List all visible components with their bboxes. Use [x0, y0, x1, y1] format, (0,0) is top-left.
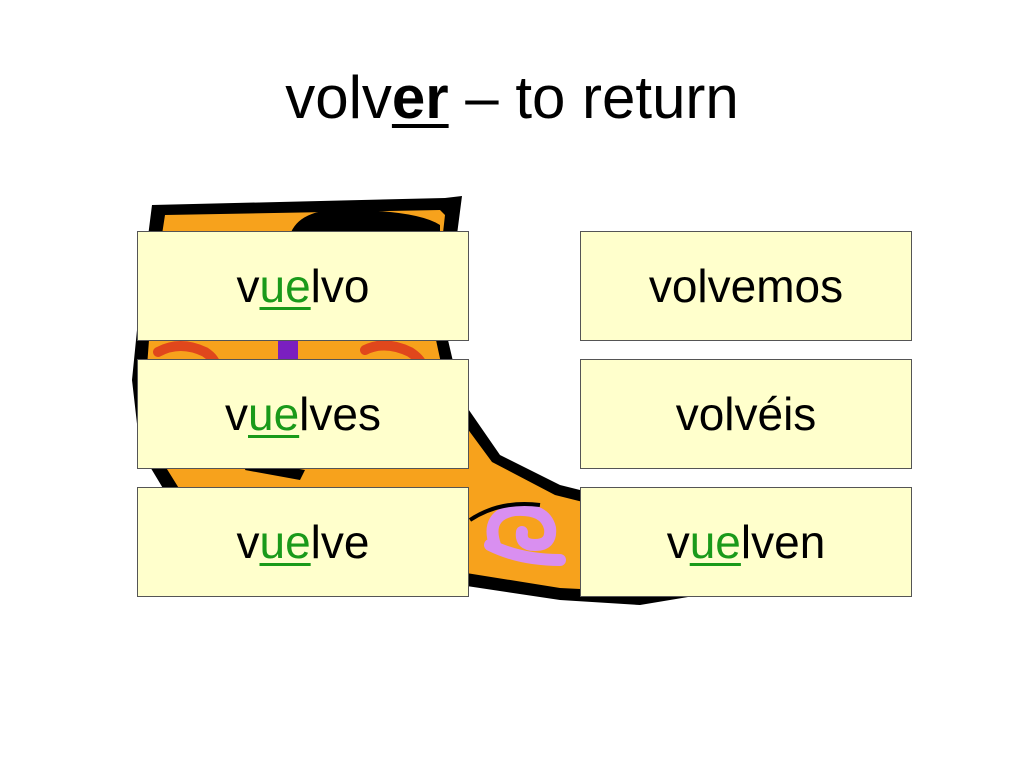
stem-change: ue [689, 516, 741, 568]
card-text-before: v [225, 388, 248, 440]
conjugation-nosotros: volvemos [580, 231, 912, 341]
card-text-before: v [236, 516, 260, 568]
title-prefix: volv [285, 64, 392, 131]
card-text-before: v [236, 260, 260, 312]
boot-detail-line [468, 502, 541, 522]
card-text: volvéis [675, 388, 817, 440]
card-text: volvemos [648, 260, 844, 312]
page-title: volver – to return [0, 62, 1024, 134]
card-text-after: lves [299, 388, 381, 440]
card-text-after: lvo [310, 260, 370, 312]
card-text-before: v [666, 516, 690, 568]
conjugation-vosotros: volvéis [580, 359, 912, 469]
card-text-after: lve [310, 516, 370, 568]
title-ending: er [391, 64, 449, 131]
card-text-after: lven [740, 516, 826, 568]
stem-change: ue [259, 260, 311, 312]
stem-change: ue [259, 516, 311, 568]
swirl-purple [486, 503, 557, 552]
stem-change: ue [248, 388, 300, 440]
purple-patch [278, 340, 298, 360]
swirl-purple-tail [484, 539, 566, 566]
title-suffix: – to return [448, 64, 739, 131]
